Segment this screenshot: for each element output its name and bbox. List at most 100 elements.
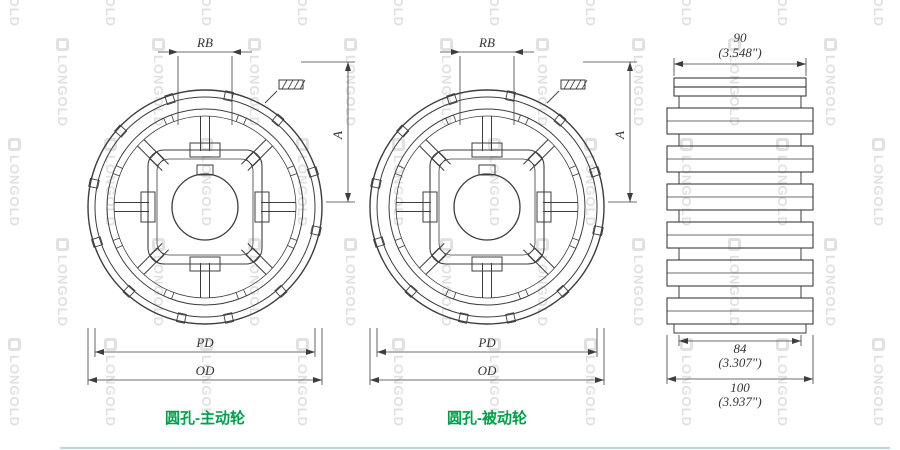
rim-notch xyxy=(505,312,516,324)
rim-detail-tick xyxy=(398,165,405,169)
rim-detail-tick xyxy=(398,245,405,249)
rb-arrow xyxy=(169,49,178,55)
caption-drive-wheel: 圆孔-主动轮 xyxy=(165,409,245,427)
rim-detail-tick xyxy=(287,165,294,169)
pd-arrow xyxy=(306,349,315,355)
spoke-boss xyxy=(149,151,165,167)
rim-detail-tick xyxy=(572,173,580,177)
hub-slot xyxy=(536,191,552,223)
rim-detail-tick xyxy=(116,245,123,249)
rim-detail-tick xyxy=(445,289,449,296)
a-arrow xyxy=(345,193,351,202)
rim-inner-circle xyxy=(395,115,579,299)
dim-label-a-wheel2: A xyxy=(612,131,627,140)
rim-notch xyxy=(310,225,322,236)
arrow-90 xyxy=(797,61,806,67)
rim-notch xyxy=(223,90,234,102)
section-hatch-line xyxy=(293,79,300,90)
dim-label-rb-wheel2: RB xyxy=(478,35,495,50)
rim-detail-tick xyxy=(445,118,449,125)
rim-detail-tick xyxy=(163,118,167,125)
od-arrow xyxy=(313,377,322,383)
rim-detail-tick xyxy=(243,289,247,296)
rim-detail-tick xyxy=(517,292,521,300)
rim-notch xyxy=(404,284,418,299)
section-hatch-line xyxy=(299,79,306,90)
arrow-100 xyxy=(667,376,676,382)
spoke-boss xyxy=(527,247,543,263)
a-arrow xyxy=(627,62,633,71)
rim-notch xyxy=(588,166,602,178)
page-bottom-border xyxy=(60,447,890,449)
rim-notch xyxy=(446,92,458,106)
hub-band xyxy=(678,133,802,147)
a-arrow xyxy=(627,193,633,202)
rim-notch xyxy=(458,312,469,324)
hub-band xyxy=(678,95,802,109)
rim-notch xyxy=(395,124,410,138)
top-cap-band xyxy=(673,77,807,88)
front-view-driven-wheel xyxy=(369,49,637,385)
rim-detail-tick xyxy=(453,114,457,122)
rim-detail-tick xyxy=(569,165,576,169)
arrow-100 xyxy=(804,376,813,382)
rim-notch xyxy=(370,178,382,189)
rim-notch xyxy=(90,236,104,248)
rim-notch xyxy=(553,113,567,127)
outer-diameter-circle xyxy=(369,89,605,325)
arrow-90 xyxy=(674,61,683,67)
front-view-drive-wheel xyxy=(87,49,355,385)
hub-slot xyxy=(471,256,503,272)
hub-slot xyxy=(189,256,221,272)
rim-notch xyxy=(122,284,136,299)
spoke-boss xyxy=(245,151,261,167)
rim-detail-tick xyxy=(235,114,239,122)
rim-detail-tick xyxy=(163,289,167,296)
dim-width-top-inch: (3.548") xyxy=(718,45,761,60)
rim-notch xyxy=(505,90,516,102)
rim-detail-tick xyxy=(235,292,239,300)
hub-band xyxy=(678,285,802,299)
hub-band xyxy=(678,247,802,261)
od-arrow xyxy=(370,377,379,383)
rim-detail-tick xyxy=(290,173,298,177)
dim-label-pd-wheel2: PD xyxy=(477,335,496,350)
arrow-84 xyxy=(792,338,801,344)
rim-detail-tick xyxy=(394,173,402,177)
spoke-boss xyxy=(245,247,261,263)
rim-detail-tick xyxy=(171,292,175,300)
spoke-boss xyxy=(431,247,447,263)
rb-arrow xyxy=(232,49,241,55)
rim-notch xyxy=(164,92,176,106)
bottom-cap-band xyxy=(673,323,807,334)
section-hatch-line xyxy=(281,79,288,90)
dim-label-pd-wheel1: PD xyxy=(195,335,214,350)
dim-label-rb-wheel1: RB xyxy=(196,35,213,50)
dim-width-outer-inch: (3.937") xyxy=(718,394,761,409)
bore-circle xyxy=(171,173,239,241)
spoke-boss xyxy=(527,151,543,167)
rim-detail-tick xyxy=(572,237,580,241)
spoke-boss xyxy=(431,151,447,167)
section-hatch-line xyxy=(287,79,294,90)
hub-slot xyxy=(471,142,503,158)
dim-label-a-wheel1: A xyxy=(330,131,345,140)
hub-band xyxy=(678,209,802,223)
hub-band xyxy=(678,171,802,185)
rim-notch xyxy=(274,284,288,299)
rb-arrow xyxy=(451,49,460,55)
rim-notch xyxy=(556,284,570,299)
rim-detail-tick xyxy=(116,165,123,169)
dim-width-outer-mm: 100 xyxy=(730,380,750,395)
spoke-boss xyxy=(149,247,165,263)
hub-slot xyxy=(422,191,438,223)
dim-label-od-wheel1: OD xyxy=(196,363,215,378)
section-hatch-line xyxy=(569,79,576,90)
rim-detail-tick xyxy=(525,289,529,296)
od-arrow xyxy=(595,377,604,383)
dim-label-od-wheel2: OD xyxy=(478,363,497,378)
dim-width-hub-mm: 84 xyxy=(734,341,748,356)
rim-notch xyxy=(592,225,604,236)
rim-detail-tick xyxy=(517,114,521,122)
